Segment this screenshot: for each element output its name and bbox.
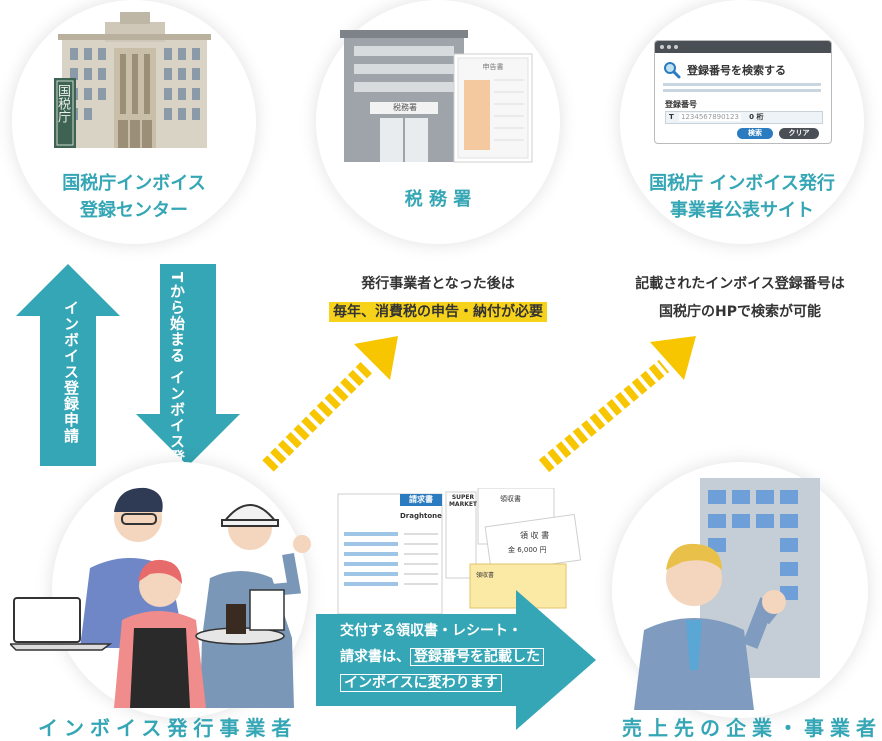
- application-up-arrow: [16, 264, 120, 466]
- invoice-arrow-line2-plain: 請求書は、: [340, 649, 410, 665]
- publication-site-label: 国税庁 インボイス発行 事業者公表サイト: [642, 170, 842, 224]
- receipt-store: SUPER MARKET: [448, 494, 478, 508]
- obligation-diagonal-arrow: [262, 336, 398, 472]
- nta-center-label: 国税庁インボイス 登録センター: [34, 170, 234, 224]
- field-placeholder: 1234567890123: [679, 113, 741, 121]
- tax-office-note: 発行事業者となった後は 毎年、消費税の申告・納付が必要: [318, 270, 558, 326]
- invoice-doc-title: 請求書: [409, 495, 433, 504]
- yellow-receipt-title: 領収書: [476, 572, 495, 579]
- invoice-arrow-text: 交付する領収書・レシート・ 請求書は、登録番号を記載した インボイスに変わります: [340, 618, 544, 696]
- nta-center-label-line1: 国税庁インボイス: [62, 173, 206, 194]
- issuer-people-illustration: [10, 487, 311, 708]
- invoice-doc-company: Draghtone: [400, 512, 442, 520]
- down-arrow-text-line1: Tから始まる: [168, 272, 186, 364]
- nta-sign: 国税庁: [55, 84, 70, 123]
- buyer-illustration: [634, 478, 820, 710]
- tax-office-note-line2: 毎年、消費税の申告・納付が必要: [329, 302, 547, 322]
- search-diagonal-arrow: [538, 336, 696, 473]
- site-divider: [663, 89, 821, 92]
- browser-titlebar: [655, 41, 831, 53]
- tax-office-building-sign: 税務署: [393, 103, 417, 112]
- receipt-card-title: 領収書: [500, 495, 521, 503]
- field-prefix: T: [669, 113, 674, 121]
- site-note: 記載されたインボイス登録番号は 国税庁のHPで検索が可能: [610, 270, 870, 326]
- field-digits: 0 桁: [749, 113, 764, 121]
- site-note-line2: 国税庁のHPで検索が可能: [659, 304, 821, 320]
- search-icon: [664, 62, 681, 79]
- invoice-arrow-line1: 交付する領収書・レシート・: [340, 623, 522, 639]
- nta-building-illustration: [54, 12, 211, 148]
- clear-button[interactable]: クリア: [779, 128, 819, 139]
- site-note-line1: 記載されたインボイス登録番号は: [635, 276, 845, 292]
- window-dot-icon: [667, 45, 671, 49]
- invoice-arrow-line2-boxed: 登録番号を記載した: [410, 648, 544, 666]
- window-dot-icon: [660, 45, 664, 49]
- search-button[interactable]: 検索: [737, 128, 773, 139]
- site-search-title: 登録番号を検索する: [687, 64, 786, 77]
- site-browser-window: 登録番号を検索する 登録番号 T 1234567890123 0 桁 検索 クリ…: [654, 40, 832, 144]
- buyer-label: 売上先の企業・事業者等: [622, 716, 882, 740]
- documents-illustration: [337, 488, 582, 614]
- registration-number-down-arrow: [136, 264, 240, 466]
- tax-form-title: 申告書: [482, 63, 504, 71]
- registration-number-field[interactable]: T 1234567890123 0 桁: [665, 111, 823, 124]
- tax-office-note-line1: 発行事業者となった後は: [361, 276, 515, 292]
- site-divider: [663, 83, 821, 86]
- receipt-card2-title: 領 収 書: [520, 531, 550, 540]
- tax-office-label: 税 務 署: [404, 189, 472, 210]
- window-dot-icon: [674, 45, 678, 49]
- issuer-label: インボイス発行事業者: [38, 716, 298, 740]
- site-field-label: 登録番号: [665, 100, 697, 109]
- publication-site-label-line1: 国税庁 インボイス発行: [649, 173, 835, 194]
- up-arrow-text: インボイス登録申請: [62, 300, 80, 444]
- tax-office-illustration: [340, 30, 533, 163]
- receipt-card2-amount: 金 6,000 円: [508, 546, 547, 554]
- nta-center-label-line2: 登録センター: [80, 200, 188, 221]
- invoice-right-arrow: [316, 590, 596, 730]
- publication-site-label-line2: 事業者公表サイト: [670, 200, 814, 221]
- invoice-arrow-line3-boxed: インボイスに変わります: [340, 674, 502, 692]
